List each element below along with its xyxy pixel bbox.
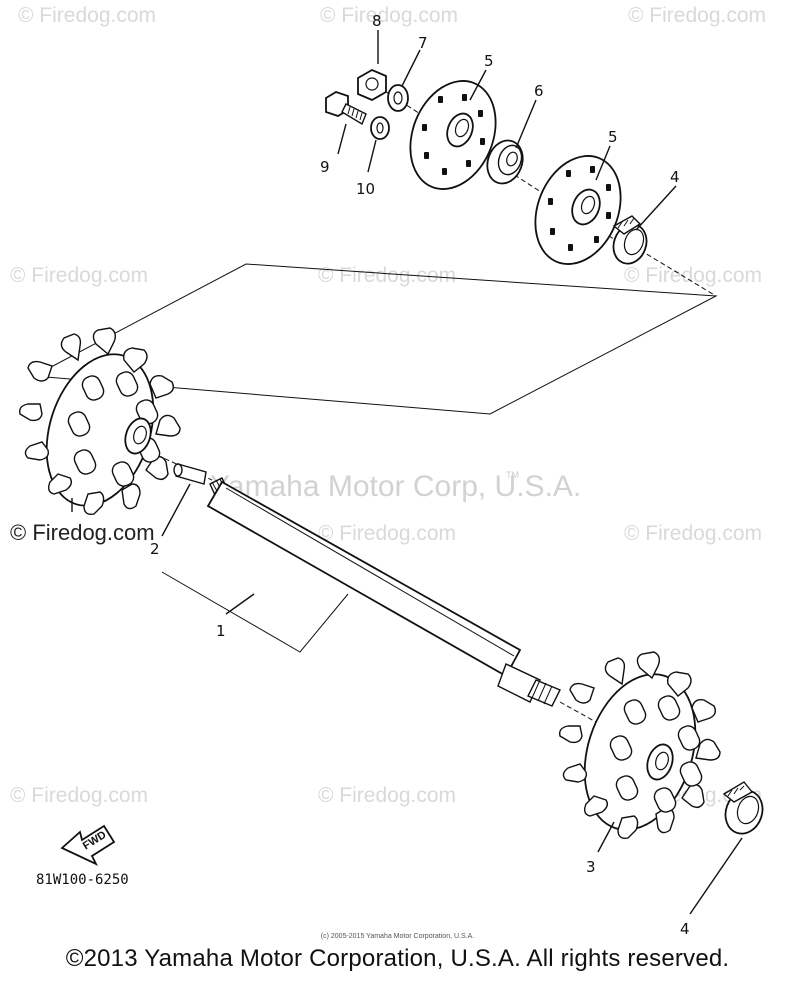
label-shaft: 1 [216, 622, 226, 640]
watermark: © Firedog.com [318, 784, 456, 807]
bearing-part [486, 139, 524, 185]
brand-watermark: Yamaha Motor Corp, U.S.A. [210, 470, 581, 503]
disc-right-part [534, 155, 622, 265]
copyright-notice: ©2013 Yamaha Motor Corporation, U.S.A. A… [65, 945, 730, 972]
label-washer: 7 [418, 34, 428, 52]
label-bearing: 6 [534, 82, 544, 100]
label-shaft-pin: 2 [150, 540, 160, 558]
label-disc-left: 5 [484, 52, 494, 70]
lock-washer-part [370, 116, 390, 140]
label-bolt: 9 [320, 158, 330, 176]
watermark: © Firedog.com [628, 4, 766, 27]
trademark-mark: TM [506, 470, 519, 480]
disc-left-part [409, 80, 497, 190]
small-copyright: (c) 2005-2015 Yamaha Motor Corporation, … [320, 933, 475, 940]
label-clip-top: 4 [670, 168, 680, 186]
clip-bottom-part [722, 781, 764, 835]
fwd-arrow-icon: FWD [60, 824, 116, 866]
nut-part [357, 68, 387, 102]
shaft-part [206, 477, 561, 707]
label-nut: 8 [372, 12, 382, 30]
watermark: © Firedog.com [318, 522, 456, 545]
bolt-part [325, 91, 367, 126]
watermark: © Firedog.com [624, 522, 762, 545]
clip-top-part [612, 215, 648, 265]
part-labels: 8 7 5 6 5 4 9 10 2 1 3 4 [150, 12, 690, 938]
sprocket-left-part [18, 327, 181, 516]
washer-part [387, 84, 409, 112]
label-sprocket-right: 3 [586, 858, 596, 876]
watermark: © Firedog.com [10, 784, 148, 807]
watermark: © Firedog.com [624, 264, 762, 287]
watermarks: © Firedog.com © Firedog.com © Firedog.co… [10, 4, 766, 807]
watermark-dark: © Firedog.com [10, 520, 155, 545]
sprocket-right-part [558, 651, 721, 840]
watermark: © Firedog.com [318, 264, 456, 287]
watermark: © Firedog.com [18, 4, 156, 27]
watermark: © Firedog.com [320, 4, 458, 27]
leader-lines [71, 30, 743, 915]
watermark: © Firedog.com [10, 264, 148, 287]
label-lock-washer: 10 [356, 180, 375, 198]
shaft-pin-part [173, 463, 207, 485]
label-clip-bottom: 4 [680, 920, 690, 938]
label-disc-right: 5 [608, 128, 618, 146]
axis-line-clip [639, 249, 717, 297]
diagram-part-code: 81W100-6250 [36, 872, 129, 888]
assembly-outline-bottom [161, 571, 349, 653]
